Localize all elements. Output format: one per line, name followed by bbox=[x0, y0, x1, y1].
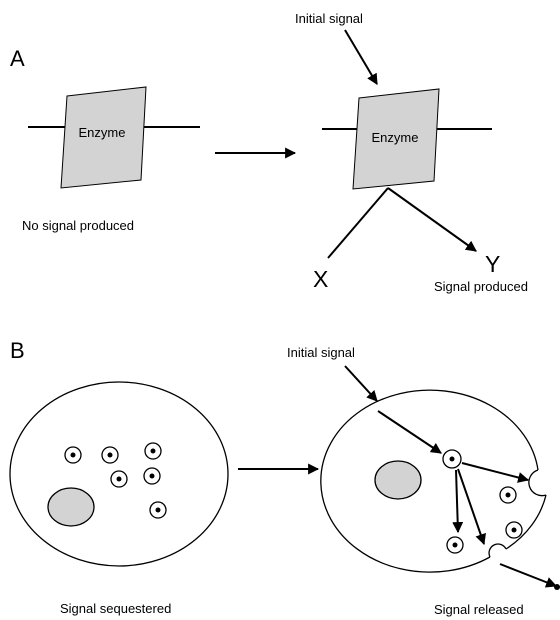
vesicle bbox=[110, 470, 128, 488]
release-arrow bbox=[499, 563, 558, 588]
vesicle bbox=[446, 536, 464, 554]
initial-signal-arrow-a bbox=[344, 29, 378, 85]
nucleus-left bbox=[47, 487, 95, 527]
vesicle bbox=[149, 501, 167, 519]
vesicle bbox=[101, 446, 119, 464]
released-signal-dot bbox=[554, 584, 560, 590]
cascade-arrow bbox=[457, 468, 486, 546]
enzyme-left-label: Enzyme bbox=[79, 125, 126, 140]
cell-left bbox=[9, 381, 229, 567]
enzyme-right bbox=[352, 88, 440, 190]
no-signal-label: No signal produced bbox=[22, 218, 134, 233]
panel-b: B Signal sequestered Initial signal bbox=[9, 338, 560, 617]
product-y-label: Y bbox=[485, 251, 500, 277]
initial-signal-arrow-b bbox=[344, 365, 378, 402]
fusing-vesicle bbox=[488, 543, 507, 558]
vesicle bbox=[64, 446, 82, 464]
sequestered-label: Signal sequestered bbox=[60, 601, 171, 616]
vesicle bbox=[442, 449, 462, 469]
fusing-vesicle bbox=[528, 469, 547, 497]
vesicle bbox=[143, 467, 161, 485]
panel-b-label: B bbox=[10, 338, 25, 363]
enzyme-right-label: Enzyme bbox=[372, 130, 419, 145]
nucleus-right bbox=[374, 460, 422, 500]
cell-right bbox=[320, 389, 539, 573]
vesicle bbox=[505, 521, 523, 539]
initial-signal-label-a: Initial signal bbox=[295, 11, 363, 26]
initial-signal-label-b: Initial signal bbox=[287, 345, 355, 360]
panel-a: A Enzyme No signal produced Initial sign… bbox=[10, 11, 528, 294]
cascade-arrow bbox=[377, 410, 442, 454]
cell-right-membrane-segment bbox=[505, 494, 547, 550]
product-y-arrow bbox=[387, 187, 477, 252]
cascade-arrow bbox=[461, 462, 530, 483]
product-x-line bbox=[327, 187, 389, 259]
enzyme-left bbox=[60, 86, 147, 189]
vesicle bbox=[499, 486, 517, 504]
signal-produced-label: Signal produced bbox=[434, 279, 528, 294]
panel-a-label: A bbox=[10, 46, 25, 71]
released-label: Signal released bbox=[434, 602, 524, 617]
product-x-label: X bbox=[313, 266, 328, 292]
vesicle bbox=[144, 442, 162, 460]
cascade-arrow bbox=[452, 469, 464, 534]
